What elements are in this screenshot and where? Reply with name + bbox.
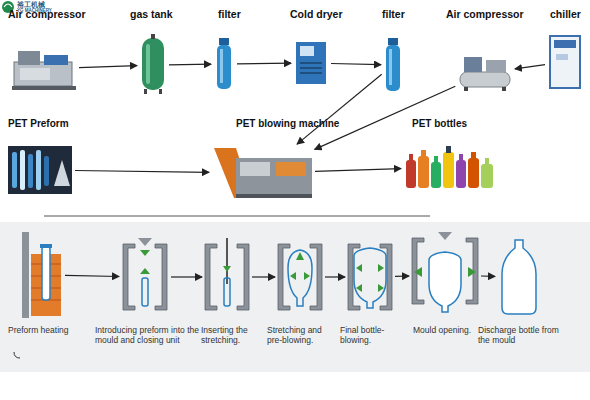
- equipment-node: filter: [384, 36, 402, 94]
- heating-picture: [22, 232, 61, 318]
- flow-arrow: [481, 275, 495, 277]
- preform-picture: [8, 146, 72, 194]
- bottle-picture: [502, 240, 536, 314]
- air-compressor-picture: [12, 51, 76, 90]
- equipment-node: Cold dryer: [294, 40, 328, 86]
- filter-picture: [217, 38, 231, 89]
- process-step: Discharge bottle from the mould: [498, 238, 540, 316]
- equipment-node: Air compressor: [458, 54, 512, 92]
- flow-arrow: [75, 171, 209, 173]
- flow-arrow: [515, 65, 545, 69]
- flow-arrow: [237, 63, 291, 65]
- chiller-picture: [550, 36, 580, 88]
- step-caption: Preform heating: [8, 326, 94, 336]
- mould-picture: [123, 238, 167, 310]
- gas-tank-picture: [142, 34, 164, 94]
- material-node: PET Preform: [8, 146, 72, 194]
- flow-arrow: [395, 275, 409, 276]
- equipment-node: chiller: [548, 34, 582, 90]
- machine-node: PET blowing machine: [212, 146, 312, 200]
- mould-picture: [348, 244, 392, 310]
- equipment-label: filter: [218, 8, 268, 20]
- step-caption: Introducing preform into the mould and c…: [95, 326, 201, 346]
- flow-arrow: [325, 276, 345, 277]
- process-step: Mould opening.: [412, 232, 478, 318]
- flow-arrow: [171, 276, 202, 277]
- process-band: [0, 222, 590, 372]
- flow-arrow: [79, 66, 137, 68]
- equipment-label: PET blowing machine: [236, 118, 366, 130]
- equipment-node: filter: [214, 36, 234, 92]
- mould-picture: [205, 238, 249, 310]
- step-caption: Stretching and pre-blowing.: [267, 326, 339, 346]
- mould-picture: [412, 232, 478, 312]
- step-caption: Inserting the stretching.: [201, 326, 263, 346]
- equipment-label: PET Preform: [8, 118, 98, 130]
- equipment-node: gas tank: [140, 36, 166, 94]
- equipment-label: gas tank: [130, 8, 200, 20]
- flow-arrow: [331, 64, 381, 65]
- flow-arrow: [65, 275, 119, 276]
- cold-dryer-picture: [296, 42, 326, 84]
- flow-arrow: [252, 276, 275, 277]
- separator-line: [44, 216, 430, 217]
- equipment-label: PET bottles: [412, 118, 492, 130]
- corner-mark: [14, 352, 20, 358]
- equipment-label: Cold dryer: [290, 8, 360, 20]
- logo-text: YG MACHINERY: [17, 9, 52, 14]
- logo-text: 裕工机械: [17, 1, 45, 8]
- filter-picture: [386, 38, 400, 91]
- flow-arrow: [169, 64, 211, 66]
- equipment-label: Air compressor: [446, 8, 546, 20]
- equipment-node: Air compressor: [12, 48, 76, 90]
- step-caption: Final bottle-blowing.: [340, 326, 402, 346]
- flow-arrow: [315, 86, 456, 149]
- step-caption: Mould opening.: [413, 326, 489, 336]
- step-caption: Discharge bottle from the mould: [478, 326, 568, 346]
- blowing-machine-picture: [214, 148, 312, 198]
- process-step: Stretching and pre-blowing.: [278, 238, 322, 316]
- equipment-label: filter: [382, 8, 432, 20]
- product-node: PET bottles: [404, 144, 496, 190]
- flow-arrow: [297, 74, 382, 144]
- mould-picture: [278, 244, 322, 310]
- air-compressor-picture: [460, 57, 510, 91]
- flow-arrow: [315, 169, 401, 172]
- process-step: Introducing preform into the mould and c…: [122, 238, 168, 316]
- process-step: Final bottle-blowing.: [348, 238, 392, 316]
- equipment-label: chiller: [550, 8, 590, 20]
- process-step: Preform heating: [22, 232, 62, 318]
- process-step: Inserting the stretching.: [205, 238, 249, 316]
- bottles-picture: [406, 146, 493, 188]
